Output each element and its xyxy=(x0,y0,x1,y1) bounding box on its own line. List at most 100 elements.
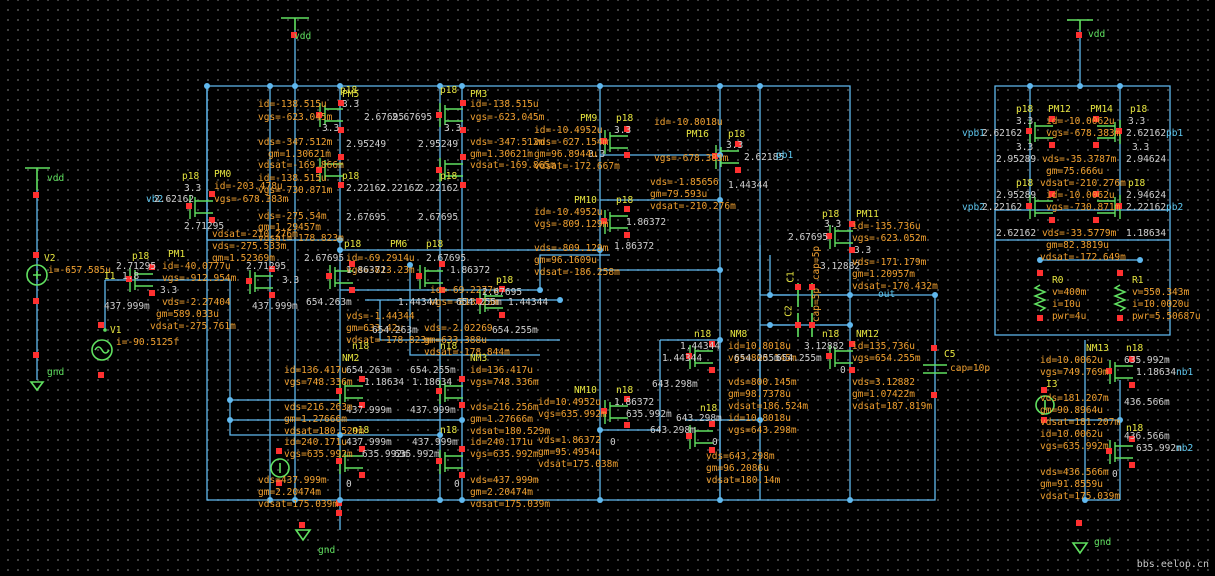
pm6-node-y: 654.263m xyxy=(372,325,418,336)
pm6b-node-g: 2.67695 xyxy=(426,253,467,264)
nm12-vds: vds=3.12882 xyxy=(852,377,915,388)
pm14-vgs: vgs=-730.871m xyxy=(1046,202,1121,213)
pm5-gm: gm=1.30621m xyxy=(268,149,331,160)
c5-name: C5 xyxy=(944,349,956,360)
pm1-name: PM1 xyxy=(168,249,186,260)
pm6c-model: p18 xyxy=(496,275,514,286)
out-label: out xyxy=(878,289,896,300)
pm14-id: id=-10.0062u xyxy=(1046,190,1115,201)
pm3-name: PM3 xyxy=(470,89,488,100)
nm10-vgs: vgs=635.992m xyxy=(538,409,607,420)
vnb1-right: nb1 xyxy=(1176,367,1194,378)
r0-pwr: pwr=4u xyxy=(1052,311,1087,322)
pm0-vpb2: vb2 xyxy=(146,194,164,205)
pm5b-node: 2.22162 xyxy=(346,183,387,194)
nm3-node-s: 437.999m xyxy=(410,405,456,416)
nm8b-vdsat: vdsat=180.14m xyxy=(706,475,781,486)
v2-name: V2 xyxy=(44,253,56,264)
pm12-l: 3.3 xyxy=(1016,142,1034,153)
vnb2-right: nb2 xyxy=(1176,443,1194,454)
pm6-model: p18 xyxy=(344,239,362,250)
nm3b-vgs: vgs=635.992m xyxy=(470,449,539,460)
nm2b-node-d: 437.999m xyxy=(346,437,392,448)
nm2-model: n18 xyxy=(352,341,370,352)
pm3-node-b: 2.95249 xyxy=(418,139,459,150)
pm6-node-g: 2.67695 xyxy=(304,253,345,264)
pm1b-w: 3.3 xyxy=(282,275,300,286)
pm6b-vgs: vgs=-813.23m xyxy=(430,297,499,308)
pm16-model: p18 xyxy=(728,129,746,140)
i1-name: I1 xyxy=(104,271,116,282)
nm8-node-d: 1.44344 xyxy=(680,341,721,352)
pm5b-model: p18 xyxy=(342,171,360,182)
nm8b-id: id=10.8018u xyxy=(728,413,791,424)
nm8-vgs: vgs=800.145m xyxy=(728,353,797,364)
pm0b-id: id=-138.515u xyxy=(258,173,327,184)
nm13-vgs: vgs=749.769m xyxy=(1040,367,1109,378)
nm10-node-d: 1.86372 xyxy=(614,397,655,408)
pm6-id: id=-69.2914u xyxy=(346,253,415,264)
pm14-model: p18 xyxy=(1130,104,1148,115)
pm14b-node-g: 2.22162 xyxy=(1126,202,1167,213)
nm3b-model: n18 xyxy=(440,425,458,436)
vdd-label-left: vdd xyxy=(47,173,65,184)
pm12-vds: vds=-35.3787m xyxy=(1042,154,1117,165)
pm6b-node-d: 1.86372 xyxy=(450,265,491,276)
nm3b-id: id=240.171u xyxy=(470,437,533,448)
nm8-vds: vds=800.145m xyxy=(728,377,797,388)
nm3-vdsat: vdsat=180.529m xyxy=(470,426,551,437)
pm3-vgs: vgs=-623.045m xyxy=(470,112,545,123)
c1-name: C1 xyxy=(785,271,797,283)
nm10-vdsat: vdsat=175.038m xyxy=(538,459,619,470)
nm3b-node-d: 437.999m xyxy=(412,437,458,448)
pm6b-model: p18 xyxy=(426,239,444,250)
pm14b-model: p18 xyxy=(1128,178,1146,189)
nm3b-gm: gm=2.20474m xyxy=(470,487,533,498)
nm13b-vgs: vgs=635.992m xyxy=(1040,441,1109,452)
pm10-model: p18 xyxy=(616,195,634,206)
pm14-vdsat: vdsat=-172.649m xyxy=(1040,252,1126,263)
nm13b-vdsat: vdsat=175.039m xyxy=(1040,491,1121,502)
pm5-l: 3.3 xyxy=(322,123,340,134)
nm12-id: id=135.736u xyxy=(852,341,915,352)
pm6b-vds: vds=-2.02269 xyxy=(424,323,493,334)
nm8-node-out: 654.255m xyxy=(734,353,780,364)
pm6b-id: id=-69.2277u xyxy=(430,285,499,296)
nm2-node-d: 654.263m xyxy=(346,365,392,376)
pm16-name: PM16 xyxy=(686,129,709,140)
nm3b-vdsat: vdsat=175.039m xyxy=(470,499,551,510)
pin-markers xyxy=(33,32,1135,528)
pm14-name: PM14 xyxy=(1090,104,1113,115)
c2-value: cap=5p xyxy=(811,287,823,323)
nm13-id: id=10.0062u xyxy=(1040,355,1103,366)
nm2b-vgs: vgs=635.992m xyxy=(284,449,353,460)
pm6c-node-s: 654.255m xyxy=(492,325,538,336)
r1-name: R1 xyxy=(1132,275,1144,286)
nm10-vds: vds=1.86372 xyxy=(538,435,601,446)
pm6b-node-s: 654.255m xyxy=(456,297,502,308)
pm12b-node: 2.95289 xyxy=(996,190,1037,201)
pm10-gm: gm=96.1609u xyxy=(534,255,597,266)
pm3-vds: vds=-347.512m xyxy=(470,137,545,148)
nm2-id: id=136.417u xyxy=(284,365,347,376)
nm13b-node-d: 436.566m xyxy=(1124,431,1170,442)
pm3-gm: gm=1.30621m xyxy=(470,149,533,160)
pm0-model: p18 xyxy=(182,171,200,182)
pm14-node-d: 2.94624 xyxy=(1126,154,1167,165)
nm8-model: n18 xyxy=(694,329,712,340)
v2-current: i=-657.585u xyxy=(48,265,111,276)
pm5-vgs: vgs=-623.045m xyxy=(258,112,333,123)
nm2b-node-g: 635.992m xyxy=(362,449,408,460)
nm3-node-d: 654.255m xyxy=(410,365,456,376)
pm10-id: id=-10.4952u xyxy=(534,207,603,218)
pm3-id: id=-138.515u xyxy=(470,99,539,110)
pm5b-node-d: 2.67695 xyxy=(346,212,387,223)
vdd-label-center: vdd xyxy=(294,31,312,42)
pm6-name: PM6 xyxy=(390,239,408,250)
pm0b-vdsat: vdsat=-178.823m xyxy=(258,233,344,244)
pm6-node-d: 1.86372 xyxy=(346,265,387,276)
pm1-vdsat: vdsat=-275.761m xyxy=(150,321,236,332)
nm3b-vds: vds=437.999m xyxy=(470,475,539,486)
nm12-node-d: 3.12882 xyxy=(804,341,845,352)
